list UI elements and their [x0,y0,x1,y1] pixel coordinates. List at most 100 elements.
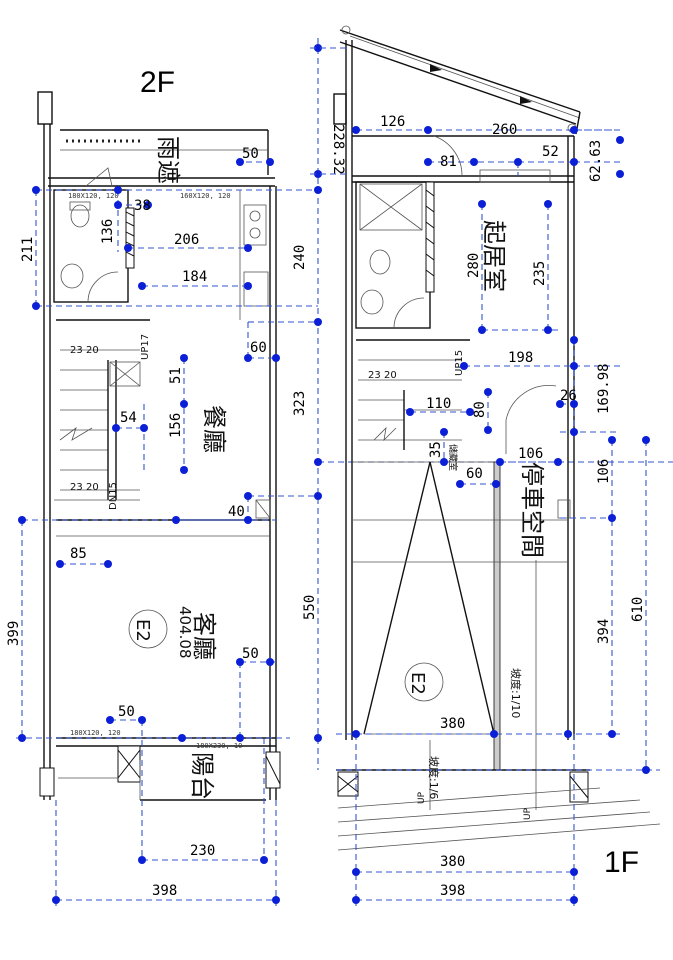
dim-label: 60 [250,340,267,356]
wall-stub-1f [333,93,347,125]
dim-label: 52 [542,144,559,160]
dim-label: 398 [152,883,177,899]
dim-label: 106 [596,459,612,484]
dim-label: 35 [428,441,444,458]
stair-tread-label: 20 [86,482,99,493]
dim-label: 550 [302,595,318,620]
dim-label: 50 [118,704,135,720]
bathroom-1f [355,181,431,329]
room-name-bedroom: 起居室 [480,220,508,292]
window-tag: 180X120, 120 [68,192,119,200]
stair-riser-label: 23 [70,482,83,493]
dim-label: 398 [440,883,465,899]
dim-label: 610 [630,597,646,622]
ramp-slope-note: 坡度:1/10 [509,668,523,718]
dimension-labels-1f: 228.32 126 260 81 52 62.63 280 235 198 1… [330,114,646,899]
ramp-slope-note: 坡度:1/6 [427,756,441,799]
dim-label: 260 [492,122,517,138]
dim-label: 54 [120,410,137,426]
roof-slope [339,25,581,135]
door-swing-awning [85,167,113,187]
storage-label: 儲藏室 [447,444,459,471]
stair-1f-treads [358,359,462,450]
dim-label: 380 [440,716,465,732]
dim-label: 126 [380,114,405,130]
dim-label: 50 [242,146,259,162]
dim-label: 60 [466,466,483,482]
stair-tread-label: 20 [384,370,397,381]
dim-label: 198 [508,350,533,366]
dim-label: 240 [292,245,308,270]
dim-label: 136 [100,219,116,244]
stair-tread-label: 20 [86,345,99,356]
dim-label: 235 [532,261,548,286]
stair-up-label: UP17 [140,334,151,360]
toilet-2f-icon [70,204,90,228]
dim-label: 26 [560,388,577,404]
shower-icon [359,183,423,231]
dim-label: 399 [6,621,22,646]
stair-riser-label: 23 [368,370,381,381]
dim-label: 81 [440,154,457,170]
balcony-column-left [39,767,55,797]
room-name-balcony: 陽台 [188,752,216,800]
dim-label: 80 [472,401,488,418]
dim-label: 85 [70,546,87,562]
elevation-tag-label: E2 [407,672,428,695]
dim-label: 169.98 [596,363,612,414]
dim-label: 206 [174,232,199,248]
elevation-tag-1f [404,662,444,702]
dimension-dots-1f [352,126,650,904]
dim-label: 62.63 [588,140,604,182]
floor-label-2f: 2F [140,66,175,99]
sink-1f-icon [360,289,384,315]
window-tag: 180X230, 10 [196,742,242,750]
stair-down-label: DN15 [108,482,119,510]
dimension-lines-2f [16,38,673,906]
dim-label: 40 [228,504,245,520]
dim-label: 380 [440,854,465,870]
living-area-note: 404.08 [176,606,194,659]
stair-up-label: UP15 [454,350,465,376]
driveway-curb [337,787,661,851]
toilet-1f-icon [369,249,391,275]
room-name-parking: 停車空間 [518,462,546,558]
dim-label: 106 [518,446,543,462]
sink-2f-icon [60,263,84,289]
room-name-dining: 餐廳 [200,405,228,453]
bath-wall-hatch [125,207,135,269]
window-tag: 180X120, 120 [70,729,121,737]
room-name-living: 客廳 [190,612,218,660]
dim-label: 184 [182,269,207,285]
stove-icon [243,204,267,246]
dim-label: 156 [168,413,184,438]
wall-stub [37,91,53,125]
door-swing-bath-2f [87,271,119,303]
floor-label-1f: 1F [604,846,639,879]
dim-label: 110 [426,396,451,412]
up-label: UP [523,807,533,820]
dim-label: 211 [20,237,36,262]
door-swing-bath-1f [393,297,425,329]
dim-label: 323 [292,391,308,416]
door-swing-bedroom [433,135,463,177]
window-tag: 160X120, 120 [180,192,231,200]
dim-label: 38 [134,198,151,214]
column-icon [255,499,271,519]
dim-label: 50 [242,646,259,662]
plan-1f: 1F [310,25,661,906]
dim-label: 228.32 [330,124,346,175]
stair-riser-label: 23 [70,345,83,356]
plan-2f: 2F [6,38,673,906]
window-1f [479,169,551,183]
elevation-tag-2f [128,609,168,649]
dim-label: 51 [168,367,184,384]
dim-label: 280 [466,253,482,278]
elevation-tag-label: E2 [132,619,153,642]
bath-wall-hatch-1f [425,181,435,293]
door-swing-storage [505,385,557,421]
dim-label: 230 [190,843,215,859]
dimension-labels-2f: 50 38 136 211 206 240 184 60 51 54 156 3… [6,146,318,899]
dim-label: 394 [596,619,612,644]
